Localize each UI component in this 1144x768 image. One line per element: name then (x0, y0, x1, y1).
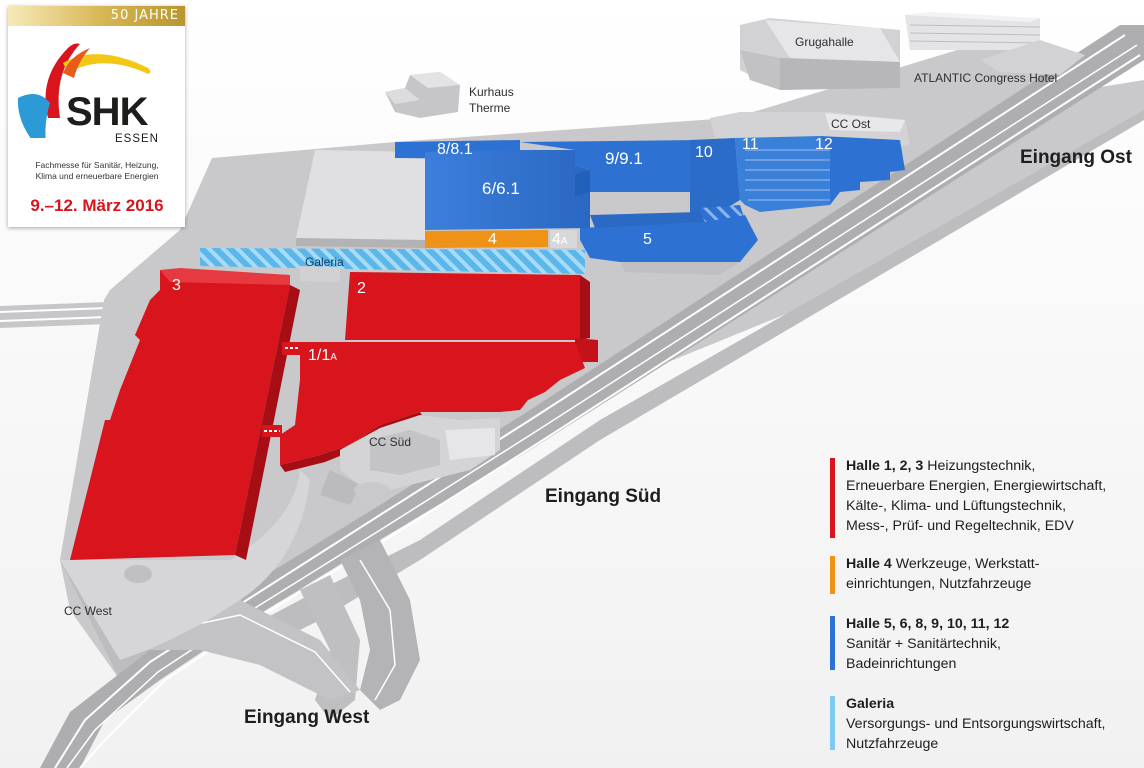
cc-sued-label: CC Süd (369, 435, 412, 449)
hall-12-label[interactable]: 12 (815, 136, 833, 153)
hall-1-number: 1/1 (308, 347, 331, 364)
hall-1a-suffix: A (330, 352, 337, 363)
cc-sued-building (320, 415, 500, 505)
anniversary-text: 50 JAHRE (110, 8, 179, 23)
red-halls (70, 268, 598, 560)
legend-line: Versorgungs- und Entsorgungswirtschaft, (846, 716, 1106, 732)
grey-hall-north (296, 150, 425, 248)
legend-line: Nutzfahrzeuge (846, 736, 939, 752)
kurhaus-label: Kurhaus (469, 85, 514, 99)
legend-title-orange: Halle 4 (846, 556, 892, 572)
kurhaus-building (385, 72, 460, 118)
legend-line: Heizungstechnik, (927, 458, 1036, 474)
legend-text-red: Halle 1, 2, 3 Heizungstechnik, Erneuerba… (846, 456, 1144, 536)
legend-text-orange: Halle 4 Werkzeuge, Werkstatt- einrichtun… (846, 554, 1144, 594)
grugahalle-label: Grugahalle (795, 35, 854, 49)
hall-4a-roof (550, 230, 577, 248)
legend-title-red: Halle 1, 2, 3 (846, 458, 924, 474)
legend-title-blue: Halle 5, 6, 8, 9, 10, 11, 12 (846, 616, 1010, 632)
hall-2-label[interactable]: 2 (357, 280, 366, 297)
brand-city: ESSEN (115, 133, 159, 145)
legend-line: Erneuerbare Energien, Energiewirtschaft, (846, 478, 1107, 494)
hall-3-label[interactable]: 3 (172, 277, 181, 294)
hall-9-label[interactable]: 9/9.1 (605, 149, 643, 168)
hall-4-label[interactable]: 4 (488, 231, 497, 248)
shk-essen-logo: 50 JAHRE SHK ESSEN Fachmesse für Sanitär… (8, 6, 185, 227)
therme-label: Therme (469, 101, 511, 115)
hall-1-label[interactable]: 1/1A (308, 348, 337, 364)
anniversary-banner: 50 JAHRE (8, 6, 185, 26)
legend-title-lightblue: Galeria (846, 696, 895, 712)
cc-west-plate (60, 470, 310, 660)
brand-tagline: Fachmesse für Sanitär, Heizung, Klima un… (14, 160, 180, 181)
legend-line: Badeinrichtungen (846, 656, 957, 672)
legend-line: Kälte-, Klima- und Lüftungstechnik, (846, 498, 1067, 514)
hall-11-label[interactable]: 11 (742, 136, 759, 153)
legend-swatch-blue (830, 616, 835, 670)
legend-swatch-red (830, 458, 835, 538)
entrance-west-label[interactable]: Eingang West (244, 707, 370, 728)
legend-line: Werkzeuge, Werkstatt- (895, 556, 1040, 572)
hotel-building (905, 12, 1085, 75)
hall-4a-suffix: A (560, 236, 568, 247)
tagline-line-2: Klima und erneuerbare Energien (35, 170, 159, 181)
legend-swatch-orange (830, 556, 835, 594)
legend-line: Sanitär + Sanitärtechnik, (846, 636, 1001, 652)
hall-10-label[interactable]: 10 (695, 144, 713, 161)
legend-line: einrichtungen, Nutzfahrzeuge (846, 576, 1032, 592)
galeria-label[interactable]: Galeria (305, 255, 344, 269)
brand-name: SHK (66, 90, 148, 134)
legend-line: Mess-, Prüf- und Regeltechnik, EDV (846, 518, 1074, 534)
legend-text-blue: Halle 5, 6, 8, 9, 10, 11, 12 Sanitär + S… (846, 614, 1144, 674)
hall-5-label[interactable]: 5 (643, 231, 652, 248)
hall-6-label[interactable]: 6/6.1 (482, 179, 520, 198)
swoosh-icon (17, 43, 151, 138)
fair-dates: 9.–12. März 2016 (30, 196, 164, 215)
hall-4a-label[interactable]: 4A (552, 232, 568, 248)
hall-4-roof (425, 230, 548, 248)
blue-halls (395, 136, 905, 275)
galeria-roof (200, 248, 585, 282)
cc-ost-label: CC Ost (831, 117, 871, 131)
hotel-label: ATLANTIC Congress Hotel (914, 71, 1058, 85)
hall-8-label[interactable]: 8/8.1 (437, 141, 473, 158)
hall-4a-number: 4 (552, 231, 561, 248)
tagline-line-1: Fachmesse für Sanitär, Heizung, (35, 160, 159, 170)
legend-swatch-lightblue (830, 696, 835, 750)
entrance-south-label[interactable]: Eingang Süd (545, 486, 662, 507)
entrance-east-label[interactable]: Eingang Ost (1020, 147, 1132, 168)
cc-west-label: CC West (64, 604, 112, 618)
legend-text-lightblue: Galeria Versorgungs- und Entsorgungswirt… (846, 694, 1144, 754)
grugahalle-building (740, 18, 900, 90)
